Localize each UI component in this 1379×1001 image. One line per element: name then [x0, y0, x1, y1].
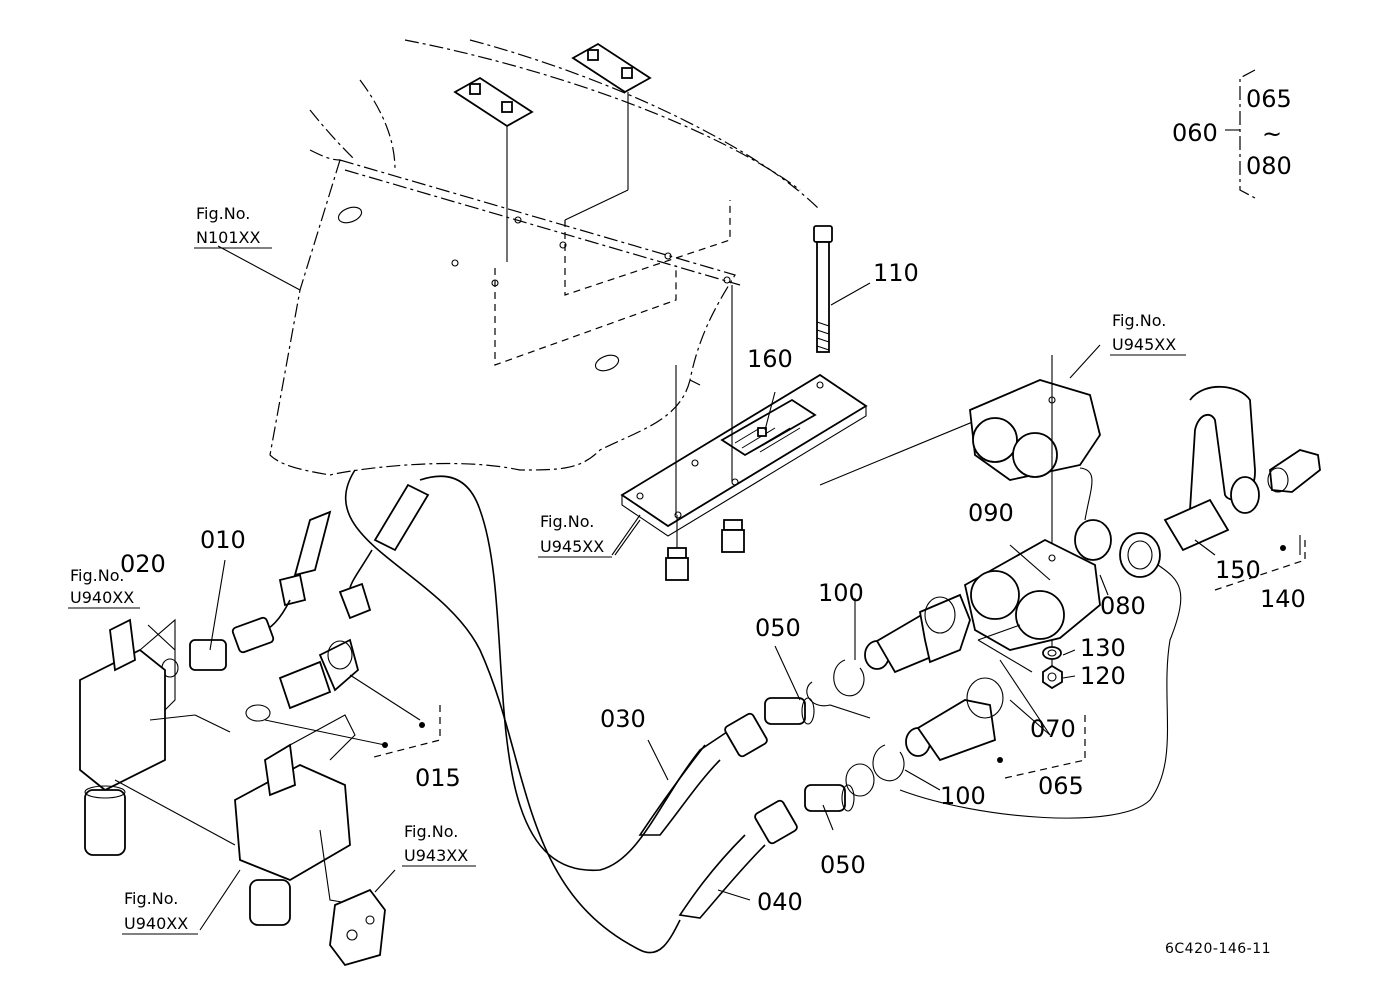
label-090: 090: [968, 499, 1014, 527]
dust-cap-080: [899, 467, 1182, 819]
label-065: 065: [1038, 772, 1084, 800]
control-valve-lower: [114, 714, 386, 967]
control-valve-upper: [79, 618, 231, 856]
leader-lines: [147, 245, 1306, 931]
plate-bolt-right: [721, 519, 745, 553]
figure-references: Fig.No. N101XX Fig.No. U940XX Fig.No. U9…: [68, 204, 1186, 935]
snap-ring-100-lower: [872, 744, 905, 782]
hose-end-fittings: [231, 483, 430, 654]
adapter-050-upper: [764, 681, 871, 725]
fig-ref-label-u940-top: Fig.No.: [70, 566, 124, 585]
leader-dots: [382, 545, 1286, 763]
label-160: 160: [747, 345, 793, 373]
label-150: 150: [1215, 556, 1261, 584]
label-030: 030: [600, 705, 646, 733]
fig-ref-u940-bottom: U940XX: [124, 914, 188, 933]
label-140: 140: [1260, 585, 1306, 613]
label-015: 015: [415, 764, 461, 792]
cap-150: [1163, 385, 1260, 552]
fig-ref-label-u945-block: Fig.No.: [1112, 311, 1166, 330]
adapter-010: [161, 639, 227, 678]
label-070: 070: [1030, 715, 1076, 743]
fig-ref-u945-plate: U945XX: [540, 537, 604, 556]
hose-030: [419, 475, 768, 871]
fig-ref-label-u940-bottom: Fig.No.: [124, 889, 178, 908]
mounting-plate: [611, 285, 1051, 556]
top-bracket-right: [564, 42, 652, 221]
drawing-code: 6C420-146-11: [1165, 941, 1271, 957]
group-bracket-060: [1225, 69, 1256, 199]
label-050-upper: 050: [755, 614, 801, 642]
label-050-lower: 050: [820, 851, 866, 879]
label-130: 130: [1080, 634, 1126, 662]
snap-ring-100-upper: [833, 659, 865, 697]
label-020: 020: [120, 550, 166, 578]
label-100-lower: 100: [940, 782, 986, 810]
label-060: 060: [1172, 119, 1218, 147]
fig-ref-label-u943: Fig.No.: [404, 822, 458, 841]
nut-120: [1042, 664, 1063, 690]
coupler-140: [1267, 449, 1321, 555]
fig-ref-label-n101: Fig.No.: [196, 204, 250, 223]
hose-040: [345, 469, 798, 954]
fender-panel: [269, 39, 821, 476]
fig-ref-u945-block: U945XX: [1112, 335, 1176, 354]
part-number-labels: 010 015 020 030 040 050 050 060 065 ~ 08…: [120, 85, 1306, 916]
fig-ref-u940-top: U940XX: [70, 588, 134, 607]
bolt-110: [813, 225, 871, 353]
label-080-group: 080: [1246, 152, 1292, 180]
label-120: 120: [1080, 662, 1126, 690]
fig-ref-n101: N101XX: [196, 228, 260, 247]
top-bracket-left: [453, 76, 534, 262]
washer-130: [1042, 646, 1062, 660]
adapter-050-lower: [804, 763, 875, 812]
label-040: 040: [757, 888, 803, 916]
label-tilde: ~: [1262, 120, 1282, 148]
quick-coupler-070-upper: [864, 593, 971, 674]
coupler-block-upper: [969, 355, 1101, 560]
coupler-block-090: [963, 538, 1101, 670]
fig-ref-u943: U943XX: [404, 846, 468, 865]
label-110: 110: [873, 259, 919, 287]
quick-coupler-070-lower: [905, 677, 1004, 762]
plate-bolt-left: [665, 515, 689, 581]
label-080: 080: [1100, 592, 1146, 620]
label-065-group: 065: [1246, 85, 1292, 113]
fig-ref-label-u945-plate: Fig.No.: [540, 512, 594, 531]
label-010: 010: [200, 526, 246, 554]
elbow-fitting-015: [245, 638, 441, 759]
label-100-upper: 100: [818, 579, 864, 607]
